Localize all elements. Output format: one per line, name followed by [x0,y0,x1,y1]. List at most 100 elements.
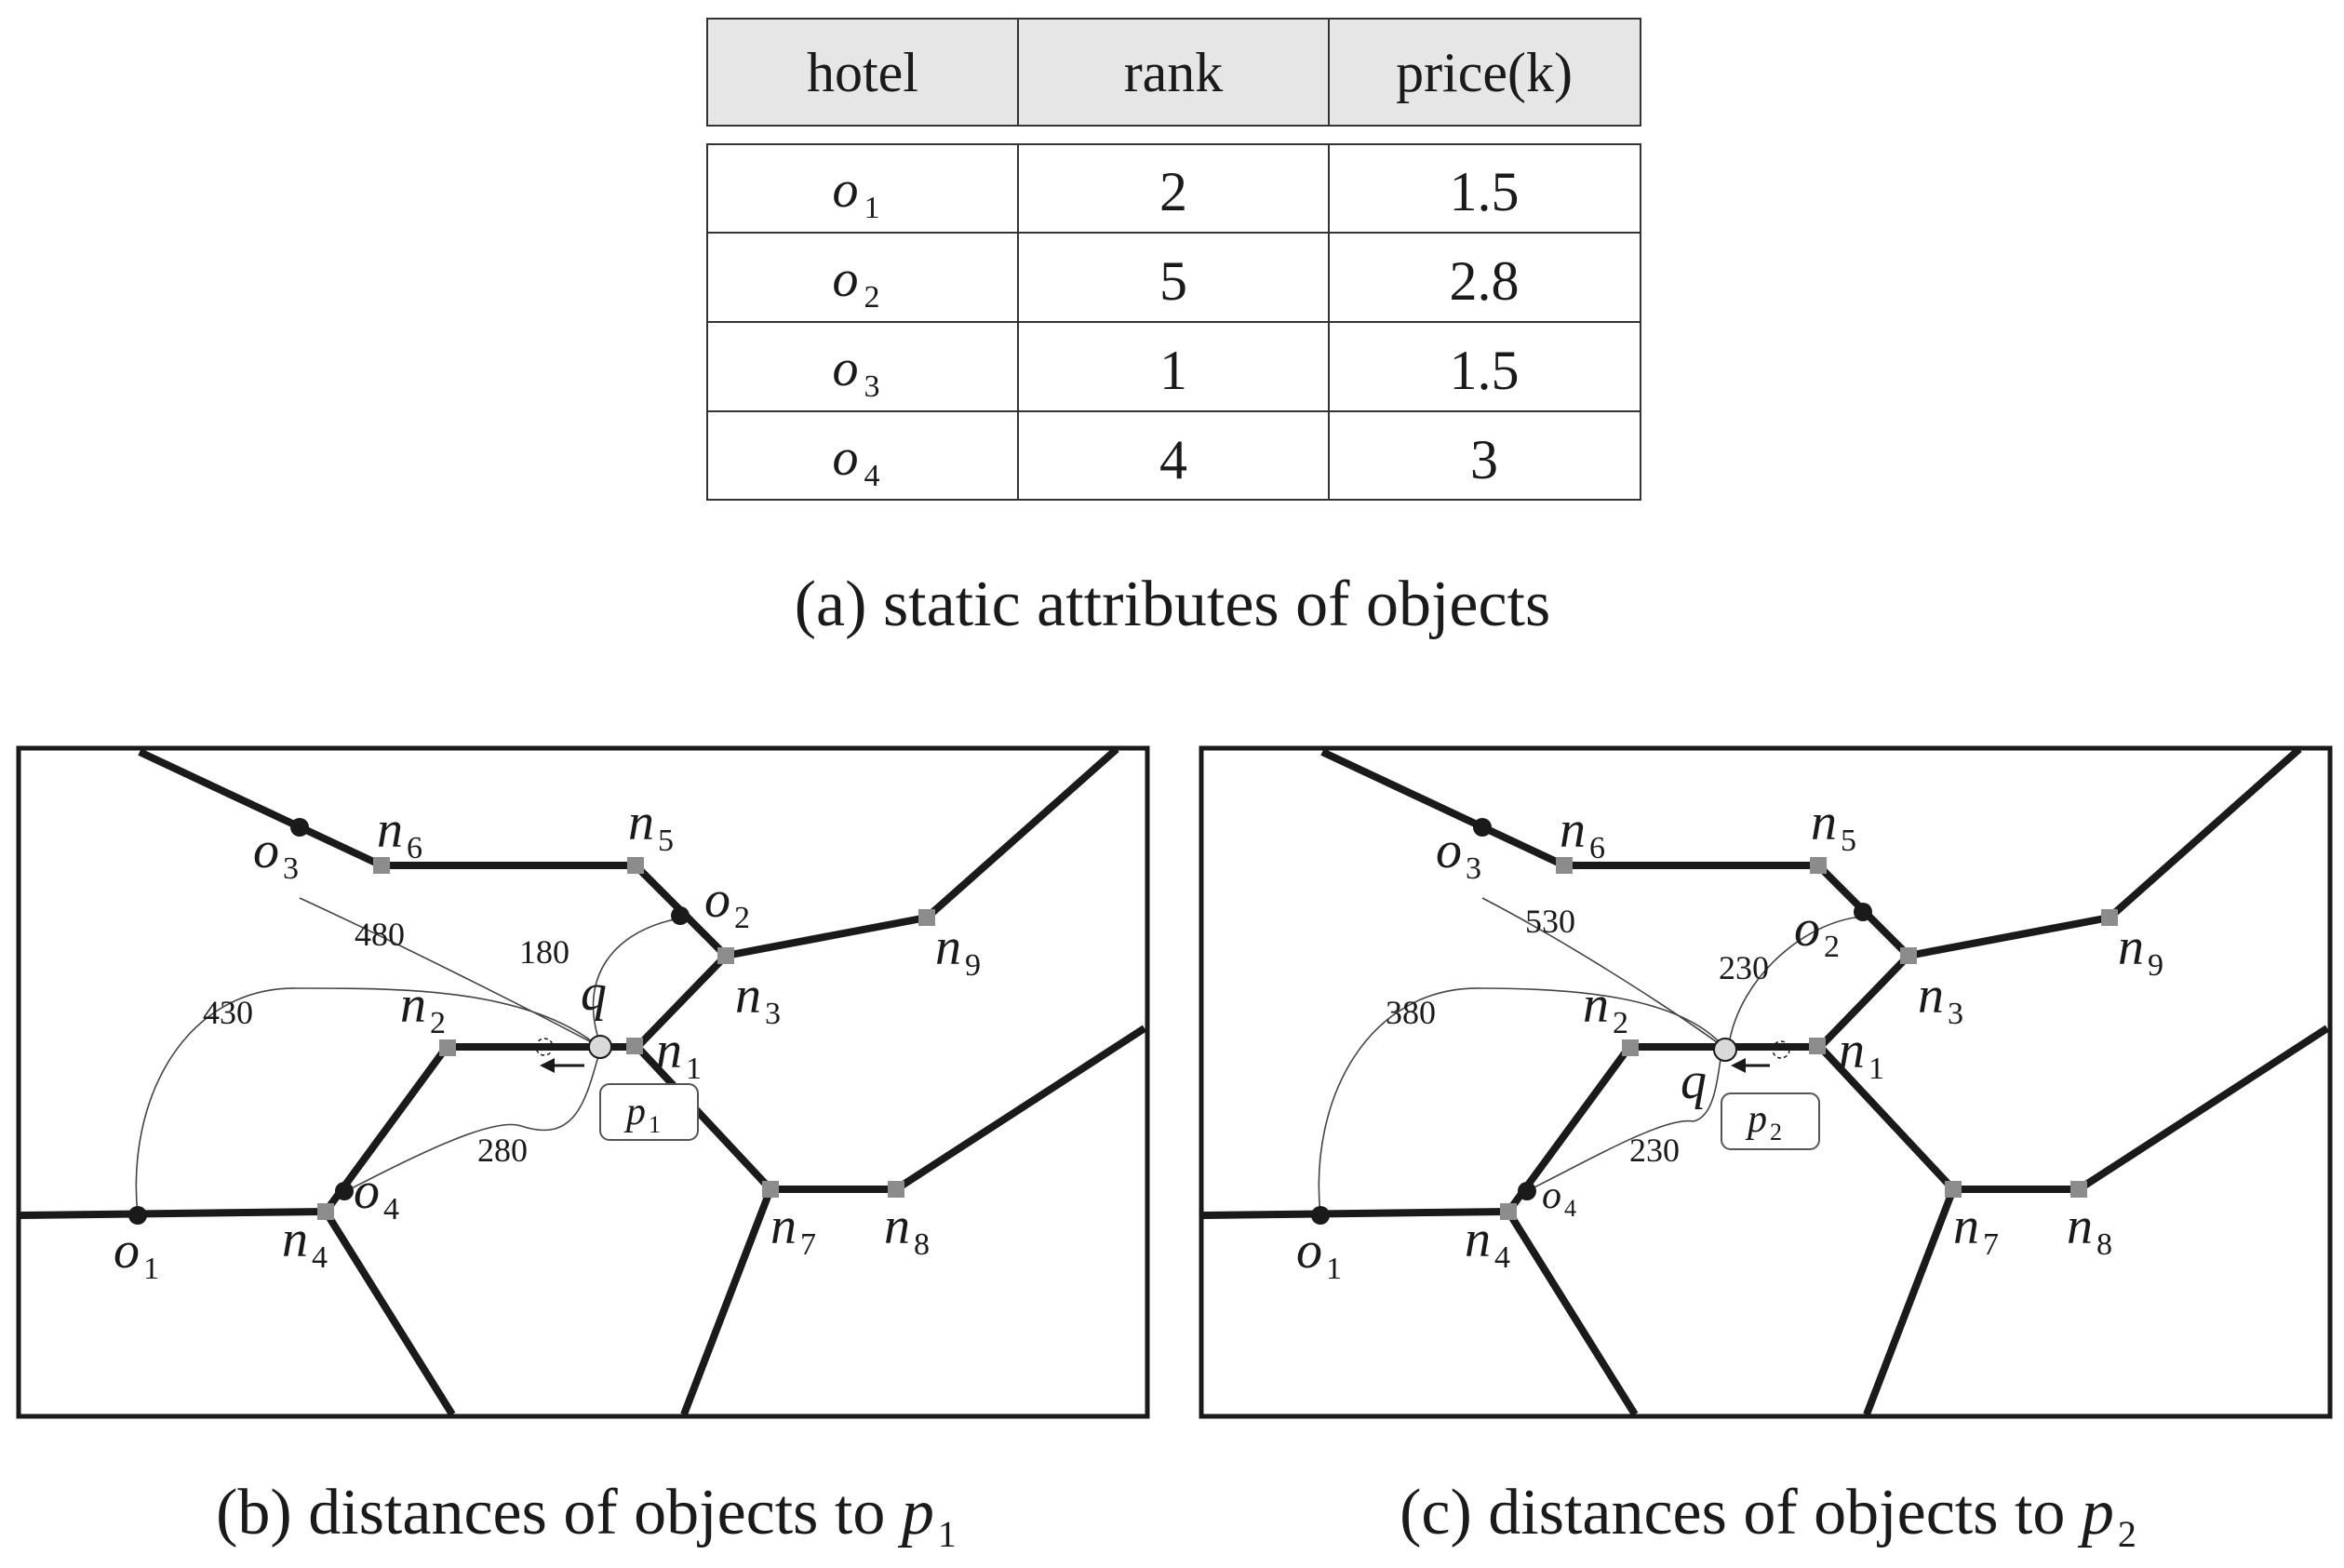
object-o1 [128,1206,147,1225]
node-n4 [317,1203,334,1220]
dist-label-group: 430 180 480 280 [203,916,569,1169]
header-rank: rank [1124,42,1224,103]
arrow-left-icon [540,1058,555,1073]
node-n6 [373,857,390,874]
price-cell: 3 [1470,429,1498,490]
node-n5 [1810,857,1827,874]
node-n8 [2070,1181,2087,1198]
previous-position [1772,1040,1790,1059]
node-n6 [1556,857,1573,874]
price-cell: 2.8 [1450,250,1520,312]
node-markers [1500,857,2118,1220]
node-n2 [439,1039,456,1056]
object-o4 [1518,1182,1536,1200]
panel-c: 380 230 530 230 q [1199,745,2333,1419]
previous-position [535,1038,554,1056]
distance-curves [135,897,680,1216]
query-point [1713,1038,1737,1062]
node-n3 [717,947,734,964]
node-n7 [1945,1181,1962,1198]
node-n1 [1809,1038,1826,1054]
object-markers [1311,818,1872,1225]
object-o2 [671,906,690,925]
panel-b-frame [16,745,1150,1419]
header-hotel: hotel [807,42,918,103]
arrow-left-icon [1731,1058,1746,1073]
query-label: q [1681,1052,1707,1110]
object-markers [128,818,690,1225]
query-point [588,1035,612,1059]
rank-cell: 4 [1159,429,1187,490]
dist-label-o1: 430 [203,994,253,1031]
node-n4 [1500,1203,1517,1220]
dist-label-o4: 230 [1629,1132,1680,1169]
rank-cell: 2 [1159,161,1187,222]
query-label: q [581,964,607,1022]
distance-curves [1318,897,1864,1216]
dist-label-o3: 530 [1525,903,1575,940]
header-price: price(k) [1396,42,1573,103]
object-o4 [335,1182,354,1200]
node-n8 [888,1181,904,1198]
dist-label-o3: 480 [355,916,405,953]
node-n1 [626,1038,643,1054]
rank-cell: 5 [1159,250,1187,312]
point-callout-box [599,1083,699,1141]
price-cell: 1.5 [1450,340,1520,401]
node-n7 [762,1181,779,1198]
node-markers [317,857,935,1220]
dist-label-group: 380 230 530 230 [1386,903,1769,1169]
object-o3 [1473,818,1492,837]
node-n9 [2101,909,2118,926]
dist-label-o1: 380 [1386,994,1436,1031]
point-callout-box [1721,1092,1820,1150]
panel-c-frame [1199,745,2333,1419]
object-o3 [290,818,309,837]
object-o1 [1311,1206,1330,1225]
price-cell: 1.5 [1450,161,1520,222]
caption-a: (a) static attributes of objects [795,569,1551,640]
road-network [1202,746,2330,1417]
node-n2 [1622,1039,1639,1056]
node-n3 [1900,947,1917,964]
dist-label-o4: 280 [477,1132,528,1169]
panel-b: 430 180 480 280 q [16,745,1150,1419]
